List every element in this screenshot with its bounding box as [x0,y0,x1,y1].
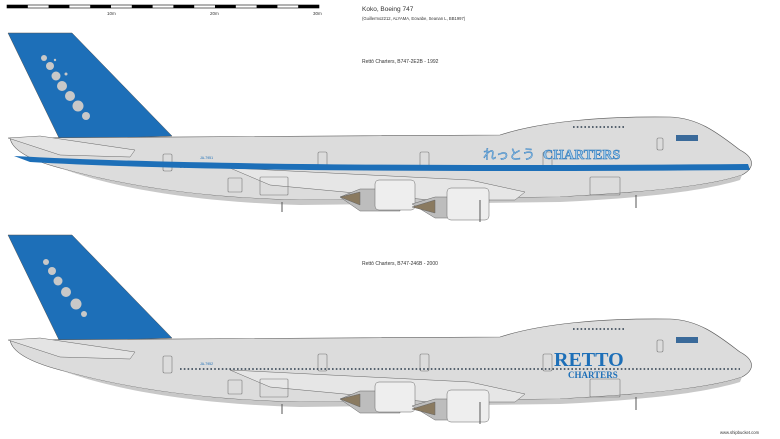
logo-charters: CHARTERS [568,370,618,380]
logo-japanese: れっとう [483,147,535,162]
profile-1-caption: Rettō Charters, B747-2E2B - 1992 [362,59,439,65]
registration: JA-7951 [200,156,213,160]
logo-retto: RETTO [554,349,624,371]
scale-label-10m: 10m [107,11,116,16]
sheet-credits: (Guillermo2212, ALYAMA, Ecwabe, Seanan L… [362,16,466,21]
scale-segment [173,5,195,8]
scale-segment [48,5,70,8]
scale-segment [90,5,111,8]
scale-label-30m: 30m [313,11,322,16]
registration: JA-7952 [200,362,213,366]
logo-charters: CHARTERS [543,148,621,163]
scale-label-20m: 20m [210,11,219,16]
aircraft-profile-2: RETTO CHARTERS JA-7952 [7,234,753,425]
scale-bar: 10m 20m 30m [6,4,322,16]
scale-segment [215,5,236,8]
aircraft-profile-1: れっとう CHARTERS JA-7951 [7,32,753,223]
profile-2-caption: Rettō Charters, B747-246B - 2000 [362,261,438,267]
scale-segment [298,5,319,8]
scale-segment [256,5,278,8]
sheet-title: Koko, Boeing 747 [362,6,414,13]
tail-circles [41,55,90,120]
scale-segment [131,5,153,8]
watermark: www.shipbucket.com [720,430,760,435]
tail-circles [43,259,87,317]
cheatline [14,156,750,172]
scale-segment [7,5,28,8]
